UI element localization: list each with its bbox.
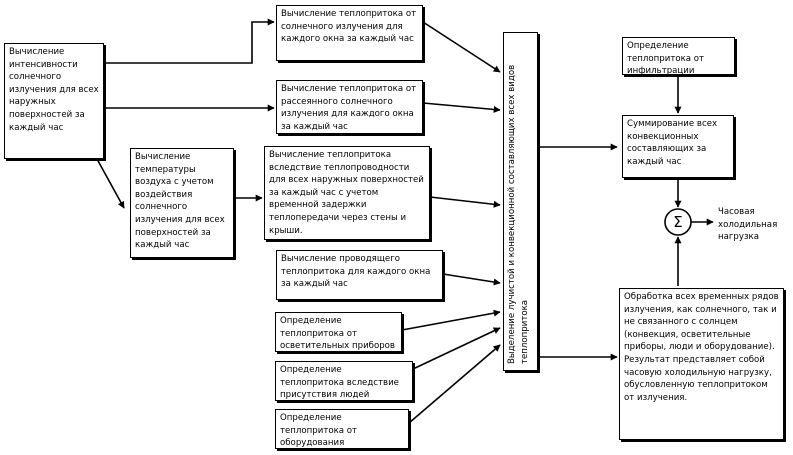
sigma-symbol: Σ [673, 213, 682, 231]
equipment-text: Определение теплопритока от оборудования [280, 413, 358, 449]
arrow-lighting-to-split [401, 309, 501, 331]
convective-sum-box: Суммирование всех конвекционных составля… [622, 115, 734, 178]
arrow-diffuse-to-split [422, 102, 501, 113]
conducting-window-box: Вычисление проводящего теплопритока для … [276, 250, 443, 300]
conduction-text: Вычисление теплопритока вследствие тепло… [269, 150, 424, 236]
convective-sum-text: Суммирование всех конвекционных составля… [627, 119, 718, 167]
arrow-conducting-window-to-split [442, 273, 501, 286]
radiant-processing-box: Обработка всех временных рядов излучения… [619, 288, 784, 440]
conduction-box: Вычисление теплопритока вследствие тепло… [264, 146, 430, 240]
solar-per-window-box: Вычисление теплопритока от солнечного из… [276, 5, 423, 61]
solar-per-window-text: Вычисление теплопритока от солнечного из… [281, 9, 417, 45]
solar-intensity-box: Вычисление интенсивности солнечного излу… [4, 43, 104, 159]
infiltration-text: Определение теплопритока от инфильтрации [627, 41, 705, 75]
solar-intensity-text: Вычисление интенсивности солнечного излу… [9, 47, 99, 133]
people-text: Определение теплопритока вследствие прис… [280, 365, 399, 401]
air-temperature-box: Вычисление температуры воздуха с учетом … [130, 148, 234, 258]
diffuse-per-window-box: Вычисление теплопритока от рассеянного с… [276, 80, 423, 134]
equipment-box: Определение теплопритока от оборудования [275, 409, 409, 449]
split-column-box: Выделение лучистой и конвекционной соста… [503, 32, 538, 371]
arrow-intensity-to-air-temp [96, 158, 125, 209]
arrow-conduction-to-split [429, 196, 501, 208]
arrow-equipment-to-split [408, 344, 501, 424]
infiltration-box: Определение теплопритока от инфильтрации [622, 37, 735, 75]
lighting-text: Определение теплопритока от осветительны… [280, 316, 395, 352]
conducting-window-text: Вычисление проводящего теплопритока для … [281, 254, 431, 290]
arrow-people-to-split [412, 327, 501, 370]
air-temperature-text: Вычисление температуры воздуха с учетом … [135, 152, 225, 251]
split-column-text: Выделение лучистой и конвекционной соста… [507, 64, 530, 364]
summation-node [664, 208, 692, 236]
diffuse-per-window-text: Вычисление теплопритока от рассеянного с… [281, 84, 417, 132]
lighting-box: Определение теплопритока от осветительны… [275, 312, 402, 352]
arrow-solar-window-to-split [422, 21, 501, 73]
people-box: Определение теплопритока вследствие прис… [275, 361, 413, 401]
hourly-load-label: Часовая холодильная нагрузка [718, 207, 778, 243]
radiant-processing-text: Обработка всех временных рядов излучения… [624, 292, 779, 403]
arrow-intensity-to-solar-window [104, 18, 275, 64]
